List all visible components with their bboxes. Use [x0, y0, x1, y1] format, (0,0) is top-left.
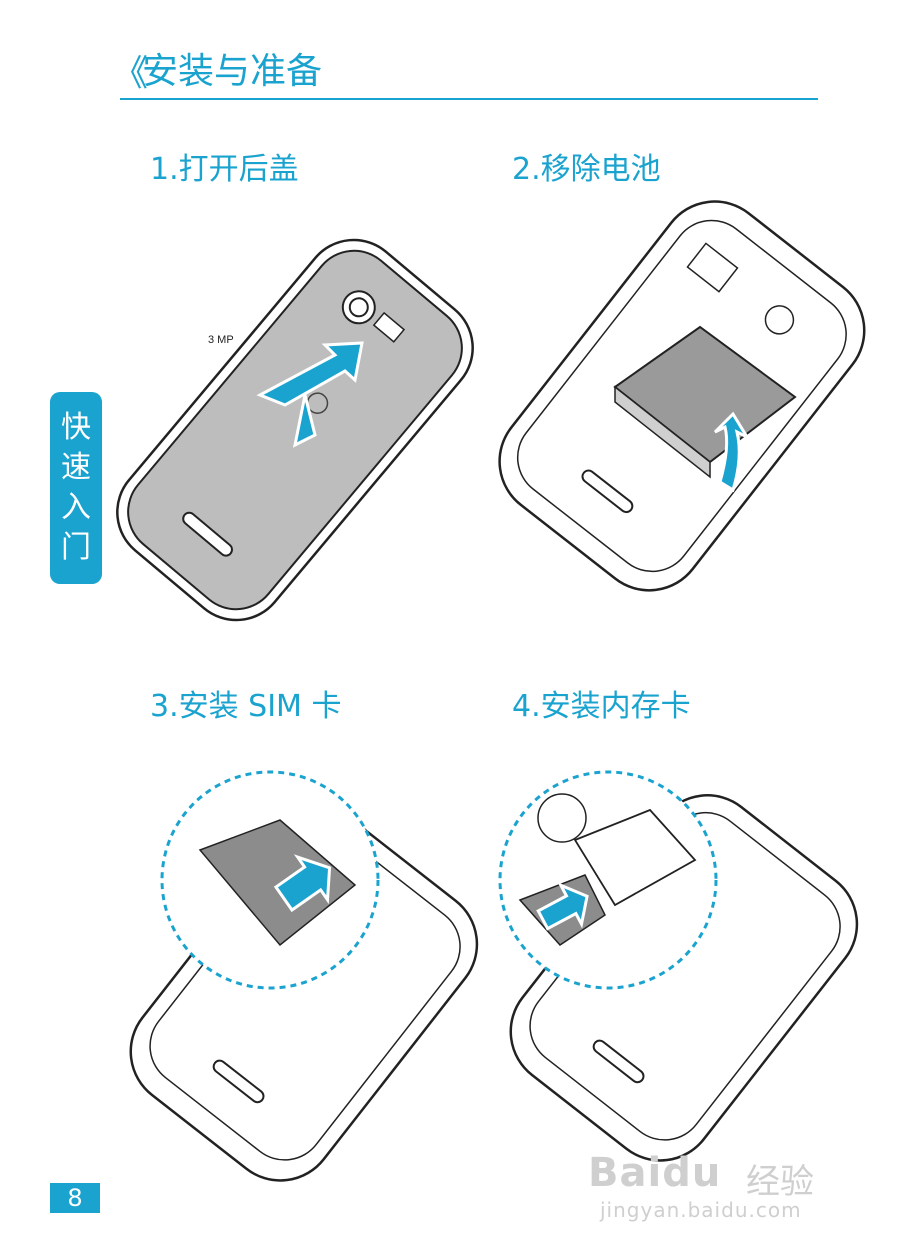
card-slot	[573, 808, 697, 907]
step-3-label: 3.安装 SIM 卡	[150, 689, 342, 724]
page-title: 安装与准备	[142, 51, 323, 92]
illustration-remove-battery	[498, 200, 866, 592]
header-rule	[120, 98, 818, 100]
sim-card	[198, 819, 357, 947]
side-tab-char: 门	[61, 530, 91, 565]
lift-arrow-icon	[713, 411, 751, 493]
quick-start-tab: 快 速 入 门	[50, 392, 102, 584]
illustration-install-sim	[129, 770, 479, 1182]
step-1-label: 1.打开后盖	[150, 152, 299, 187]
illustration-install-memory-card	[498, 770, 859, 1162]
section-header: 《 安装与准备	[112, 48, 818, 102]
side-tab-char: 速	[61, 450, 91, 485]
side-tab-char: 入	[61, 490, 91, 525]
illustration-open-back-cover: 3 MP	[116, 238, 474, 622]
double-chevron-left-icon: 《	[112, 53, 148, 94]
watermark-url: jingyan.baidu.com	[600, 1198, 802, 1222]
camera-label: 3 MP	[208, 334, 234, 346]
step-4-label: 4.安装内存卡	[512, 689, 691, 724]
watermark-cn: 经验	[746, 1162, 814, 1202]
lift-arrow-icon	[256, 341, 364, 448]
page-number: 8	[50, 1183, 100, 1213]
step-2-label: 2.移除电池	[512, 152, 661, 187]
insert-arrow-icon	[536, 882, 589, 931]
baidu-watermark: Baidu 经验 jingyan.baidu.com	[588, 1150, 848, 1230]
watermark-logo: Baidu	[588, 1150, 722, 1196]
side-tab-char: 快	[61, 410, 91, 445]
insert-arrow-icon	[273, 854, 332, 913]
